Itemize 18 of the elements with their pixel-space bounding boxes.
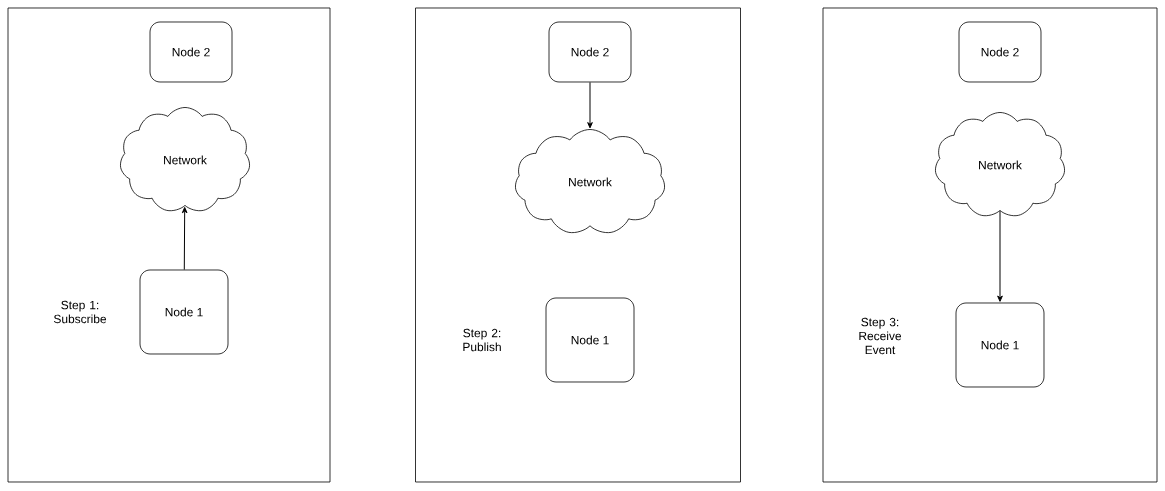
panel-frame bbox=[7, 7, 331, 483]
panel-frame bbox=[415, 7, 741, 483]
network-cloud: Network bbox=[935, 112, 1065, 217]
panel-frame bbox=[822, 7, 1158, 483]
node-box: Node 2 bbox=[958, 21, 1042, 83]
network-cloud: Network bbox=[120, 107, 250, 212]
step-label: Step 2: Publish bbox=[463, 328, 501, 352]
node-box: Node 1 bbox=[955, 302, 1045, 388]
network-cloud: Network bbox=[515, 129, 665, 234]
arrow bbox=[997, 210, 1003, 302]
arrow bbox=[181, 206, 188, 271]
node-box: Node 2 bbox=[149, 21, 233, 83]
node-box: Node 1 bbox=[545, 297, 635, 383]
node-box: Node 1 bbox=[139, 269, 229, 355]
node-box: Node 2 bbox=[548, 21, 632, 83]
step-label: Step 1: Subscribe bbox=[54, 300, 107, 324]
arrow bbox=[587, 81, 593, 129]
step-label: Step 3: Receive Event bbox=[859, 317, 902, 355]
